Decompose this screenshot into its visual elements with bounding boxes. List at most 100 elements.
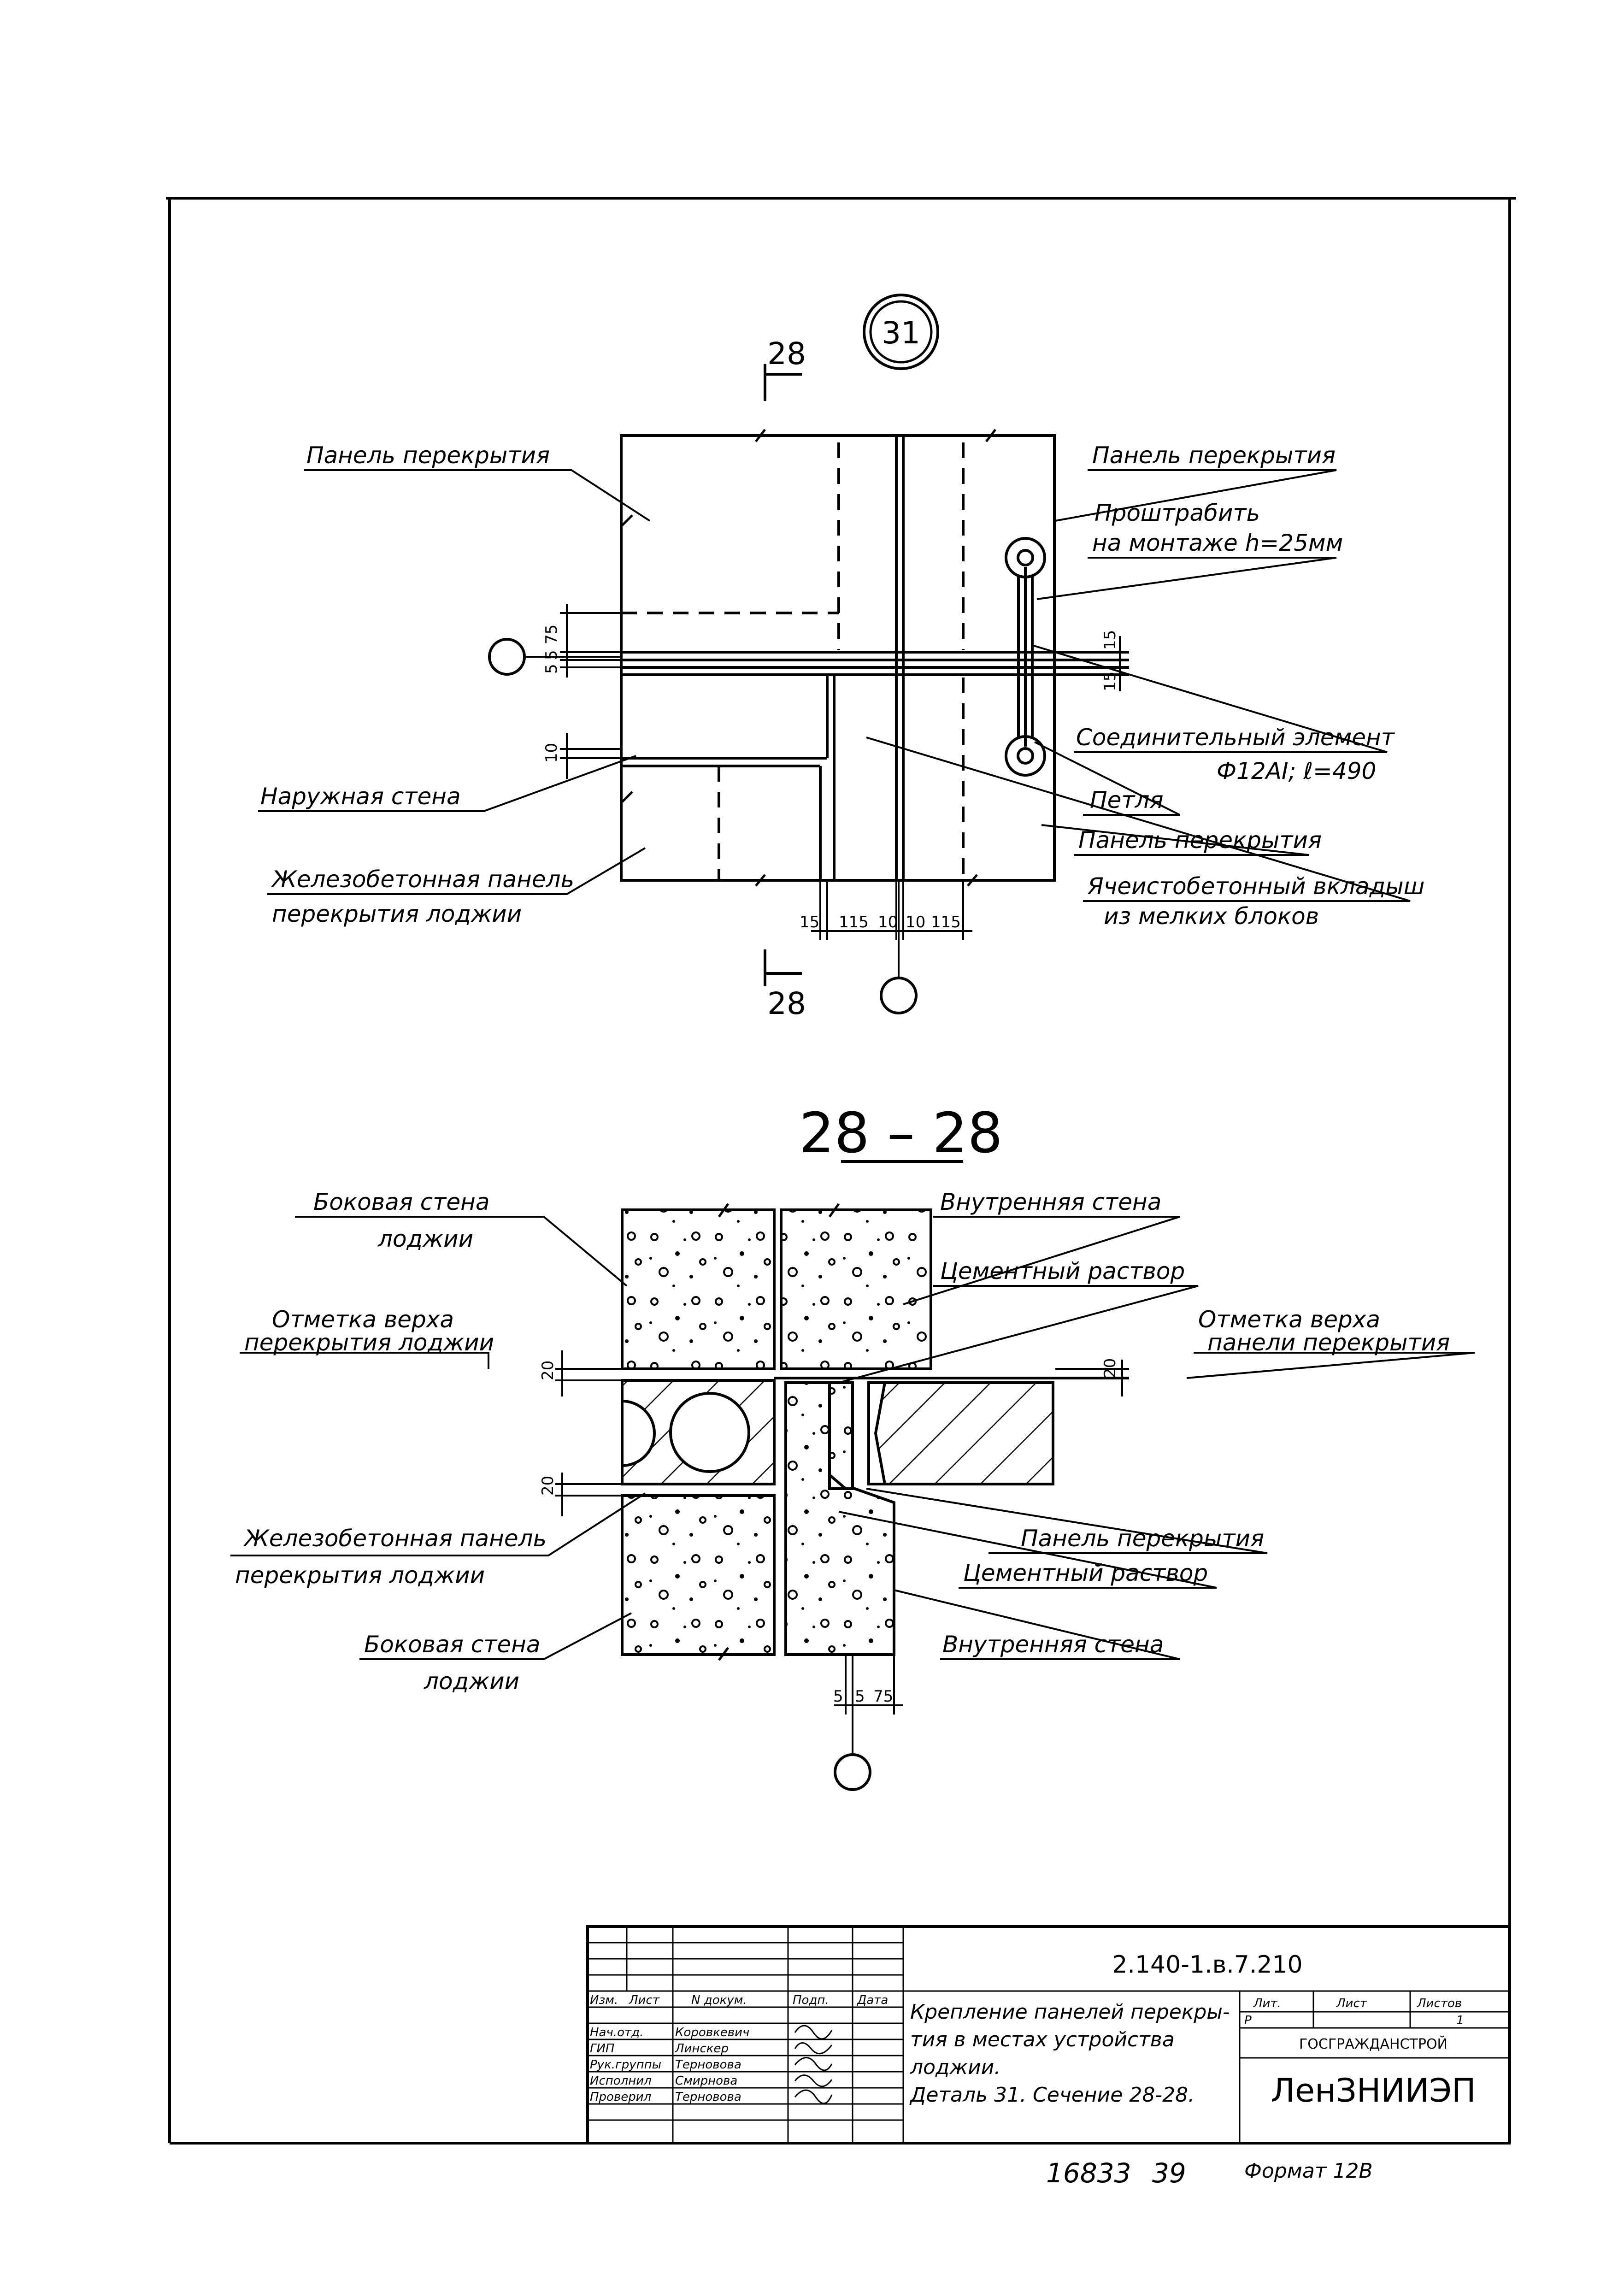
label-mark-loggia-1: Отметка верха [272, 1306, 454, 1333]
axis-bubble-bottom [880, 880, 918, 1014]
sign-role-3: Рук.группы [590, 2058, 661, 2072]
section-title: 28 – 28 [799, 1102, 1003, 1166]
plan-dimension-labels: 5 5 75 10 15 15 15 115 10 10 115 [542, 625, 1119, 931]
detail-number: 31 [882, 315, 920, 351]
label-mark-panel-2: панели перекрытия [1207, 1329, 1450, 1356]
dim-bottom-15: 15 [800, 913, 819, 931]
plan-dimensions [560, 604, 1129, 940]
label-rc-panel-section-2: перекрытия лоджии [235, 1562, 485, 1589]
dim-right-15a: 15 [1101, 630, 1119, 650]
label-side-wall-bottom-2: лоджии [424, 1668, 519, 1695]
label-outer-wall: Наружная стена [260, 783, 461, 810]
stage-header: Лит. [1253, 1997, 1281, 2010]
label-rc-panel-section-1: Железобетонная панель [243, 1525, 547, 1552]
description-line-4: Деталь 31. Сечение 28-28. [909, 2083, 1194, 2107]
col-header-doc: N докум. [691, 1993, 747, 2007]
dim-right-15b: 15 [1101, 672, 1119, 691]
section-cut-mark-top: 28 [764, 336, 806, 401]
label-mark-panel-1: Отметка верха [1198, 1306, 1380, 1333]
cut-mark-bottom-label: 28 [767, 986, 806, 1021]
label-cement-top: Цементный раствор [940, 1258, 1185, 1284]
dim-bottom-115b: 115 [931, 913, 961, 931]
title-block-description: Крепление панелей перекры- тия в местах … [909, 2000, 1230, 2107]
section-dimensions [555, 1350, 1129, 1715]
section-slabs [621, 1377, 1129, 1490]
title-block: 2.140-1.в.7.210 Изм. Лист N докум. Подп.… [586, 1925, 1511, 2145]
label-connector-2: Ф12АI; ℓ=490 [1217, 758, 1376, 784]
plan-leaders [258, 469, 1411, 902]
sign-role-4: Исполнил [590, 2074, 652, 2088]
label-connector-1: Соединительный элемент [1076, 724, 1395, 751]
stage-value: Р [1244, 2014, 1252, 2027]
sign-role-1: Нач.отд. [590, 2026, 643, 2039]
description-line-2: тия в местах устройства [910, 2028, 1175, 2051]
sign-name-5: Терновова [675, 2090, 741, 2104]
sheets-header: Листов [1417, 1997, 1462, 2010]
dim-bottom-115a: 115 [839, 913, 869, 931]
label-floor-panel-right-bottom: Панель перекрытия [1078, 827, 1322, 854]
sheet-header: Лист [1336, 1997, 1367, 2010]
section-28-28: 28 – 28 [230, 1102, 1475, 1791]
section-leaders [230, 1216, 1475, 1660]
sign-name-1: Коровкевич [675, 2026, 749, 2039]
description-line-3: лоджии. [910, 2056, 1000, 2079]
title-block-signatures: Нач.отд. Коровкевич ГИП Линскер Рук.груп… [590, 2025, 833, 2104]
dim-left-5b: 5 [542, 650, 561, 660]
label-chisel-2: на монтаже h=25мм [1092, 530, 1343, 556]
org-line-1: ГОСГРАЖДАНСТРОЙ [1299, 2036, 1447, 2052]
sign-name-2: Линскер [675, 2042, 729, 2056]
sheets-value: 1 [1456, 2014, 1464, 2027]
label-loop: Петля [1090, 787, 1164, 813]
sign-name-4: Смирнова [675, 2074, 737, 2088]
label-chisel-1: Проштрабить [1094, 500, 1260, 526]
section-dim-left-top: 20 [539, 1361, 557, 1380]
detail-number-badge: 31 [863, 294, 939, 370]
cut-mark-top-label: 28 [767, 336, 806, 371]
detail-31-plan: 31 28 [258, 294, 1424, 1021]
title-block-column-headers: Изм. Лист N докум. Подп. Дата [590, 1993, 888, 2007]
drawing-code: 2.140-1.в.7.210 [1112, 1951, 1302, 1979]
col-header-rev: Изм. [590, 1993, 618, 2007]
section-dim-bottom-5b: 5 [855, 1687, 865, 1706]
dim-left-75: 75 [542, 625, 561, 644]
label-floor-panel-section: Панель перекрытия [1021, 1525, 1264, 1552]
label-side-wall-top-1: Боковая стена [313, 1189, 489, 1215]
section-dim-right: 20 [1101, 1358, 1119, 1378]
sign-role-2: ГИП [590, 2042, 615, 2056]
label-mark-loggia-2: перекрытия лоджии [244, 1329, 494, 1356]
handwritten-signatures [794, 2025, 833, 2104]
section-bottom-walls [621, 1381, 895, 1656]
description-line-1: Крепление панелей перекры- [910, 2000, 1230, 2024]
label-cement-bottom: Цементный раствор [963, 1560, 1208, 1586]
sign-name-3: Терновова [675, 2058, 741, 2072]
col-header-sign: Подп. [793, 1993, 829, 2007]
section-dim-left-bottom: 20 [539, 1476, 557, 1496]
section-top-walls [621, 1208, 932, 1370]
label-side-wall-bottom-1: Боковая стена [364, 1631, 540, 1658]
section-cut-mark-bottom: 28 [764, 949, 806, 1021]
plan-labels: Панель перекрытия Панель перекрытия Прош… [260, 442, 1424, 930]
label-floor-panel-right-top: Панель перекрытия [1092, 442, 1336, 469]
section-dim-bottom-5a: 5 [833, 1687, 843, 1706]
section-dim-bottom-75: 75 [873, 1687, 893, 1706]
dim-left-10: 10 [542, 743, 561, 763]
dim-bottom-10b: 10 [906, 913, 925, 931]
sheet-footer: 16833 39 Формат 12В [1046, 2157, 1373, 2189]
dim-left-5a: 5 [542, 664, 561, 674]
col-header-sheet: Лист [629, 1993, 660, 2007]
title-block-sheet-info: Лит. Лист Листов Р 1 ГОСГРАЖДАНСТРОЙ Лен… [1244, 1997, 1476, 2109]
label-floor-panel-left: Панель перекрытия [306, 442, 550, 469]
sheet-ref: 39 [1152, 2157, 1186, 2189]
label-gas-concrete-2: из мелких блоков [1104, 903, 1319, 930]
label-side-wall-top-2: лоджии [377, 1226, 473, 1252]
label-rc-panel-2: перекрытия лоджии [272, 901, 522, 927]
label-rc-panel-1: Железобетонная панель [271, 866, 574, 893]
label-gas-concrete-1: Ячеистобетонный вкладыш [1087, 873, 1424, 900]
dim-bottom-10a: 10 [878, 913, 898, 931]
section-dimension-labels: 20 20 20 5 5 75 [539, 1358, 1119, 1706]
plan-outline [620, 434, 1129, 882]
connector-loop [1005, 537, 1046, 777]
org-line-2: ЛенЗНИИЭП [1271, 2072, 1476, 2109]
label-inner-wall-bottom: Внутренняя стена [942, 1631, 1164, 1658]
